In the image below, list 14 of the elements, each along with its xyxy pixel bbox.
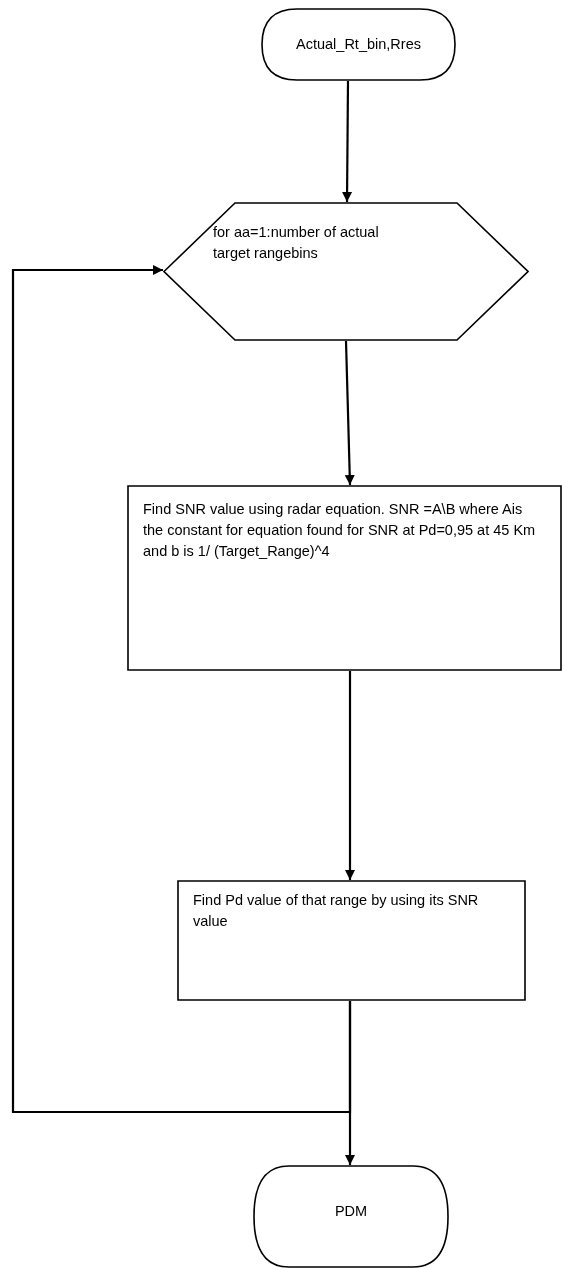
loop-hexagon bbox=[163, 202, 529, 341]
arrow bbox=[11, 265, 352, 1114]
step-text: Find Pd value of that range by using its SNR value bbox=[193, 891, 480, 931]
terminal-label: Actual_Rt_bin,Rres bbox=[295, 35, 422, 54]
step-text: Find SNR value using radar equation. SNR =A\B where Ais the constant for equation found for SNR at Pd=0,95 at 45 Km and b is 1/ (Target_Range)^4 bbox=[143, 500, 537, 562]
process-box bbox=[127, 485, 562, 671]
terminal-shape bbox=[261, 8, 456, 81]
process-box bbox=[177, 880, 526, 1001]
arrow bbox=[345, 671, 355, 880]
arrow bbox=[342, 81, 353, 202]
step-text: for aa=1:number of actual target rangebins bbox=[213, 223, 380, 263]
terminal-shape bbox=[253, 1165, 449, 1268]
arrow bbox=[344, 340, 355, 486]
terminal-label: PDM bbox=[333, 1202, 369, 1221]
